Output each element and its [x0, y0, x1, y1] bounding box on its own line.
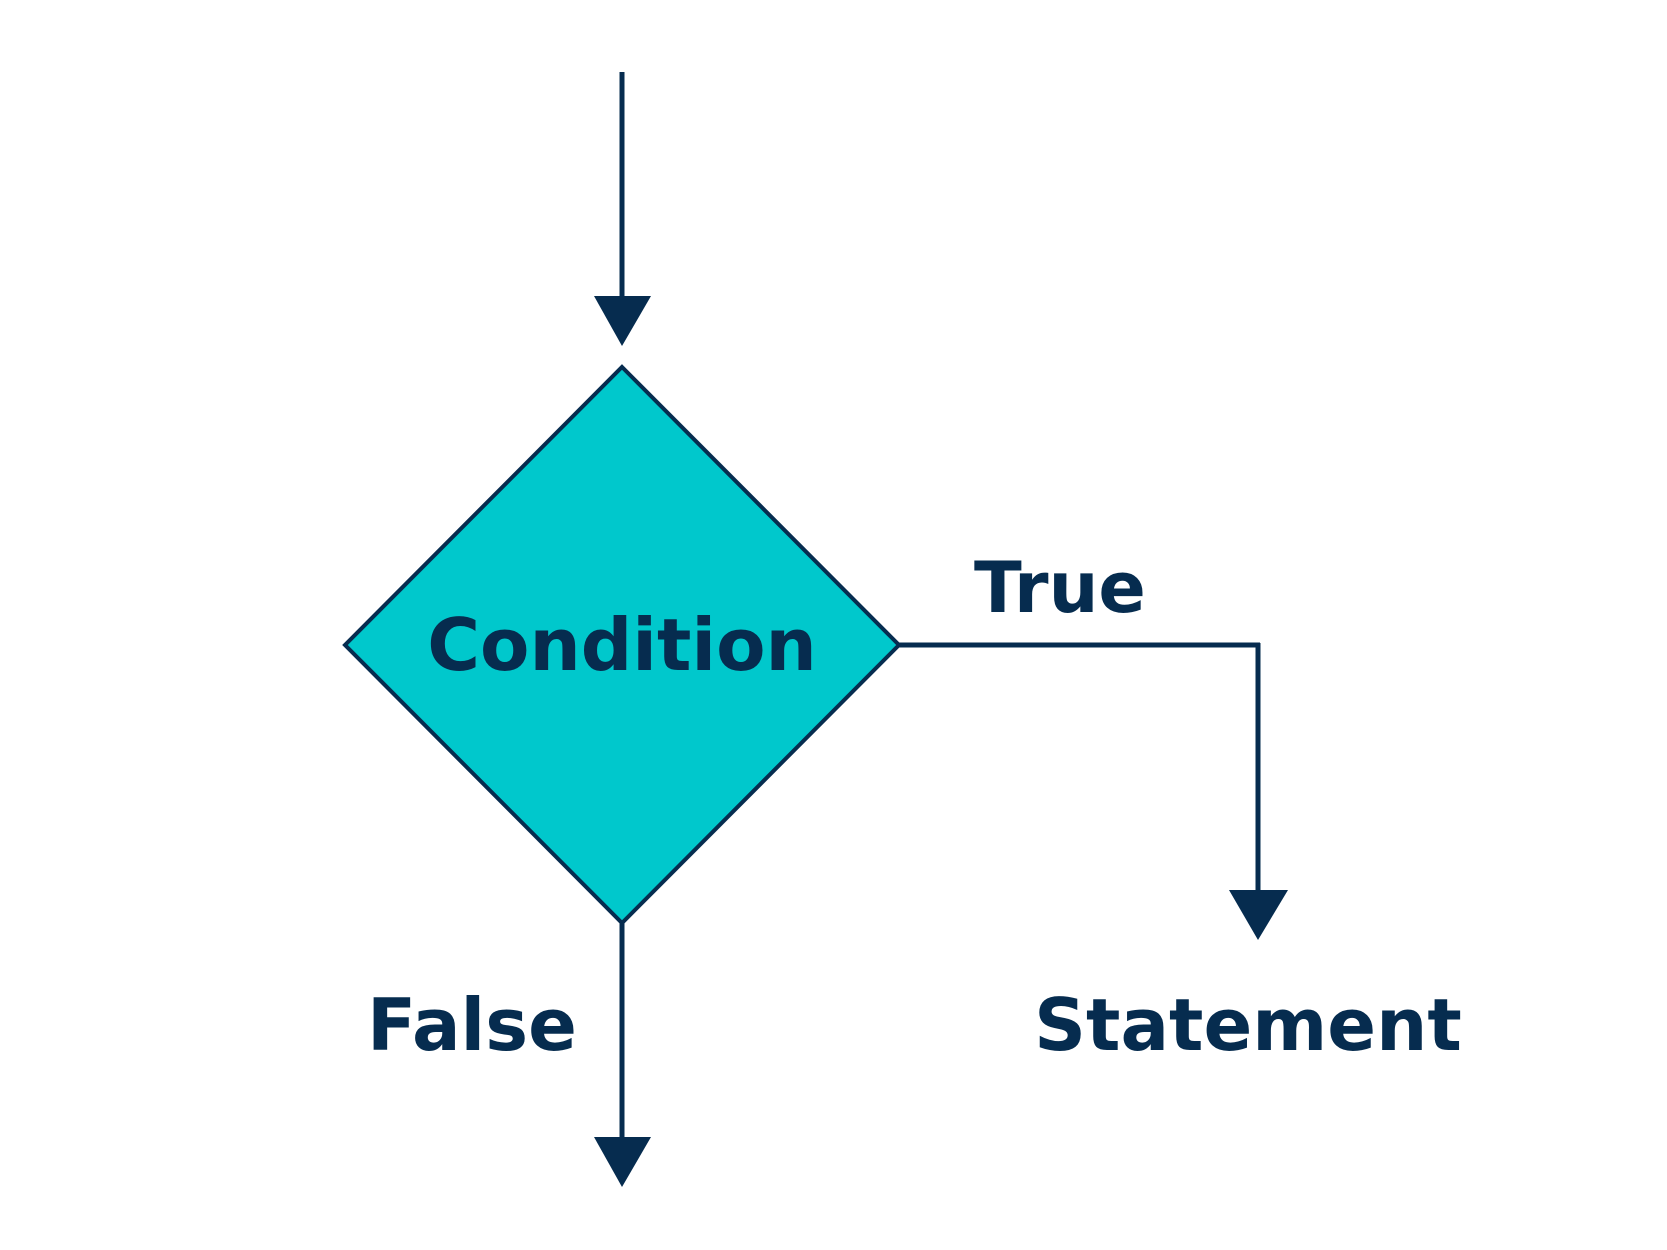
true-arrowhead	[1229, 890, 1288, 940]
false-branch	[594, 923, 651, 1187]
true-branch	[899, 642, 1288, 940]
statement-label: Statement	[1034, 983, 1462, 1067]
false-arrowhead	[594, 1137, 651, 1187]
decision-label: Condition	[427, 603, 817, 687]
incoming-arrow	[594, 72, 651, 346]
false-label: False	[367, 983, 577, 1067]
true-label: True	[974, 547, 1146, 629]
incoming-arrowhead	[594, 296, 651, 346]
